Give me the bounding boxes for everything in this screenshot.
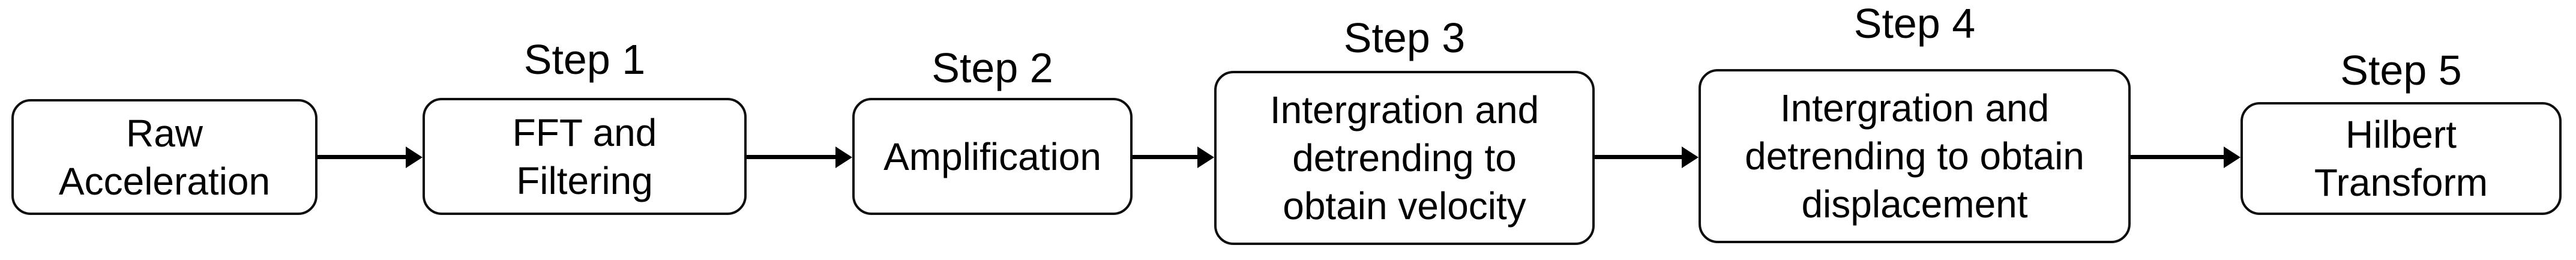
arrow-head	[2224, 147, 2240, 168]
arrow-right-icon	[317, 147, 423, 168]
node-integration-velocity-text: Intergration and detrending to obtain ve…	[1269, 88, 1539, 228]
arrow-right-icon	[747, 147, 852, 168]
node-hilbert-transform-text: Hilbert Transform	[2314, 113, 2488, 204]
node-hilbert-transform: Hilbert Transform	[2240, 102, 2562, 215]
arrow-head	[1682, 147, 1699, 168]
arrow-right-icon	[1133, 147, 1214, 168]
arrow-shaft	[1133, 155, 1201, 159]
arrow-right-icon	[1595, 147, 1699, 168]
node-fft-and-filtering-text: FFT and Filtering	[512, 110, 657, 202]
node-amplification: Amplification	[852, 98, 1133, 215]
step-label-1: Step 1	[523, 36, 646, 83]
node-integration-displacement: Intergration and detrending to obtain di…	[1699, 69, 2131, 243]
node-raw-acceleration: Raw Acceleration	[11, 99, 317, 215]
step-label-5: Step 5	[2340, 47, 2462, 94]
node-fft-and-filtering: FFT and Filtering	[423, 98, 747, 215]
arrow-head	[835, 147, 852, 168]
node-integration-displacement-text: Intergration and detrending to obtain di…	[1745, 86, 2084, 226]
arrow-right-icon	[2131, 147, 2240, 168]
step-label-2: Step 2	[931, 44, 1053, 91]
step-label-3: Step 3	[1343, 14, 1466, 61]
arrow-shaft	[317, 155, 409, 159]
node-raw-acceleration-text: Raw Acceleration	[58, 111, 271, 203]
arrow-head	[406, 147, 423, 168]
node-integration-velocity: Intergration and detrending to obtain ve…	[1214, 71, 1595, 245]
arrow-shaft	[747, 155, 839, 159]
arrow-shaft	[2131, 155, 2227, 159]
node-amplification-text: Amplification	[883, 135, 1101, 178]
arrow-shaft	[1595, 155, 1685, 159]
arrow-head	[1197, 147, 1214, 168]
step-label-4: Step 4	[1853, 0, 1976, 47]
